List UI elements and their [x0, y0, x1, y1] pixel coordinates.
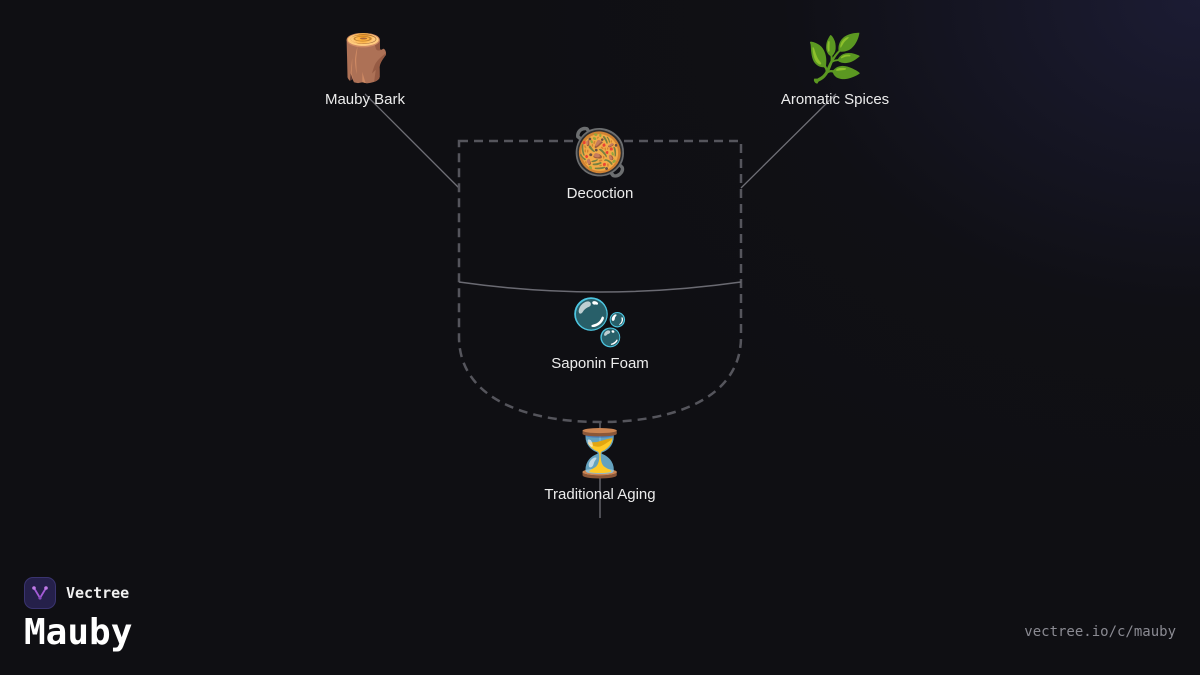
node-label: Decoction: [566, 185, 634, 202]
node-aromatic-spices: 🌿 Aromatic Spices: [735, 30, 935, 109]
vessel-outline: [457, 139, 743, 424]
node-decoction: 🥘 Decoction: [500, 124, 700, 203]
edge-mauby-bark-to-vessel: [364, 93, 460, 189]
liquid-surface-line: [458, 281, 742, 293]
node-label: Aromatic Spices: [780, 91, 890, 108]
log-icon: 🪵: [336, 31, 394, 85]
node-traditional-aging: ⏳ Traditional Aging: [500, 425, 700, 504]
vectree-logo-icon: [24, 577, 56, 609]
node-label: Saponin Foam: [551, 355, 649, 372]
page-title: Mauby: [24, 612, 133, 653]
node-saponin-foam: 🫧 Saponin Foam: [500, 294, 700, 373]
herb-icon: 🌿: [806, 31, 864, 85]
node-label: Traditional Aging: [544, 486, 656, 503]
node-label: Mauby Bark: [324, 91, 406, 108]
edge-aromatic-spices-to-vessel: [740, 93, 837, 189]
node-mauby-bark: 🪵 Mauby Bark: [265, 30, 465, 109]
bubbles-icon: 🫧: [571, 295, 629, 349]
brand-name: Vectree: [66, 584, 130, 602]
brand: Vectree: [24, 577, 129, 609]
pot-of-food-icon: 🥘: [571, 125, 629, 179]
hourglass-icon: ⏳: [571, 426, 629, 480]
page-url[interactable]: vectree.io/c/mauby: [1024, 624, 1176, 640]
